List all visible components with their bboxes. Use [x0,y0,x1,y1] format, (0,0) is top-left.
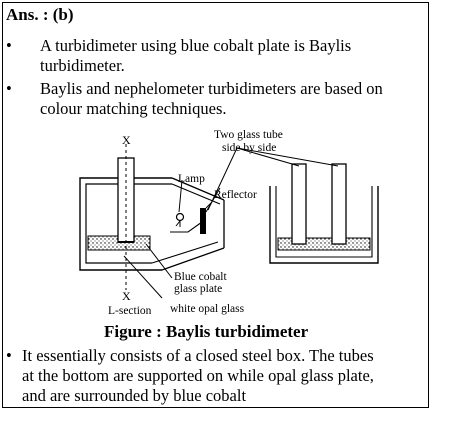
white-opal-label: white opal glass [170,303,245,315]
bullet-2-line-1: Baylis and nephelometer turbidimeters ar… [40,79,383,98]
bullet-1-line-1: A turbidimeter using blue cobalt plate i… [40,36,352,55]
reflector-label: Reflector [214,189,257,201]
bullet-item-1: A turbidimeter using blue cobalt plate i… [40,36,428,76]
lamp-label: Lamp [178,173,205,185]
bullet-item-2: Baylis and nephelometer turbidimeters ar… [40,79,428,119]
l-section-label: L-section [108,305,152,317]
figure-caption: Figure : Baylis turbidimeter [104,322,309,341]
answer-heading: Ans. : (b) [6,5,74,24]
right-tube-2 [331,163,347,245]
lamp [175,212,185,222]
bullet-marker: • [6,346,12,365]
blue-cobalt-label-line-2: glass plate [174,283,222,295]
bullet-3-line-3: and are surrounded by blue cobalt [22,386,247,405]
figure-drawing: X X L-section Lamp Reflector Two glass t… [79,129,379,317]
x-label-top: X [122,133,131,147]
two-tube-label-line-2: side by side [222,142,276,154]
bullet-3-line-1: It essentially consists of a closed stee… [22,346,374,365]
reflector [200,208,206,234]
answer-box [2,2,429,408]
x-label-bottom: X [122,289,131,303]
bullet-marker: • [6,79,12,98]
baylis-turbidimeter-figure: X X L-section Lamp Reflector Two glass t… [52,129,432,320]
blue-cobalt-label-line-1: Blue cobalt [174,271,227,283]
bullet-2-line-2: colour matching techniques. [40,99,227,118]
right-tube-1 [291,163,307,245]
two-tube-label-line-1: Two glass tube [214,130,283,141]
bullet-item-3: It essentially consists of a closed stee… [22,346,432,406]
bullet-marker: • [6,36,12,55]
bullet-3-line-2: at the bottom are supported on while opa… [22,366,374,385]
bullet-1-line-2: turbidimeter. [40,56,125,75]
right-box [269,186,379,264]
